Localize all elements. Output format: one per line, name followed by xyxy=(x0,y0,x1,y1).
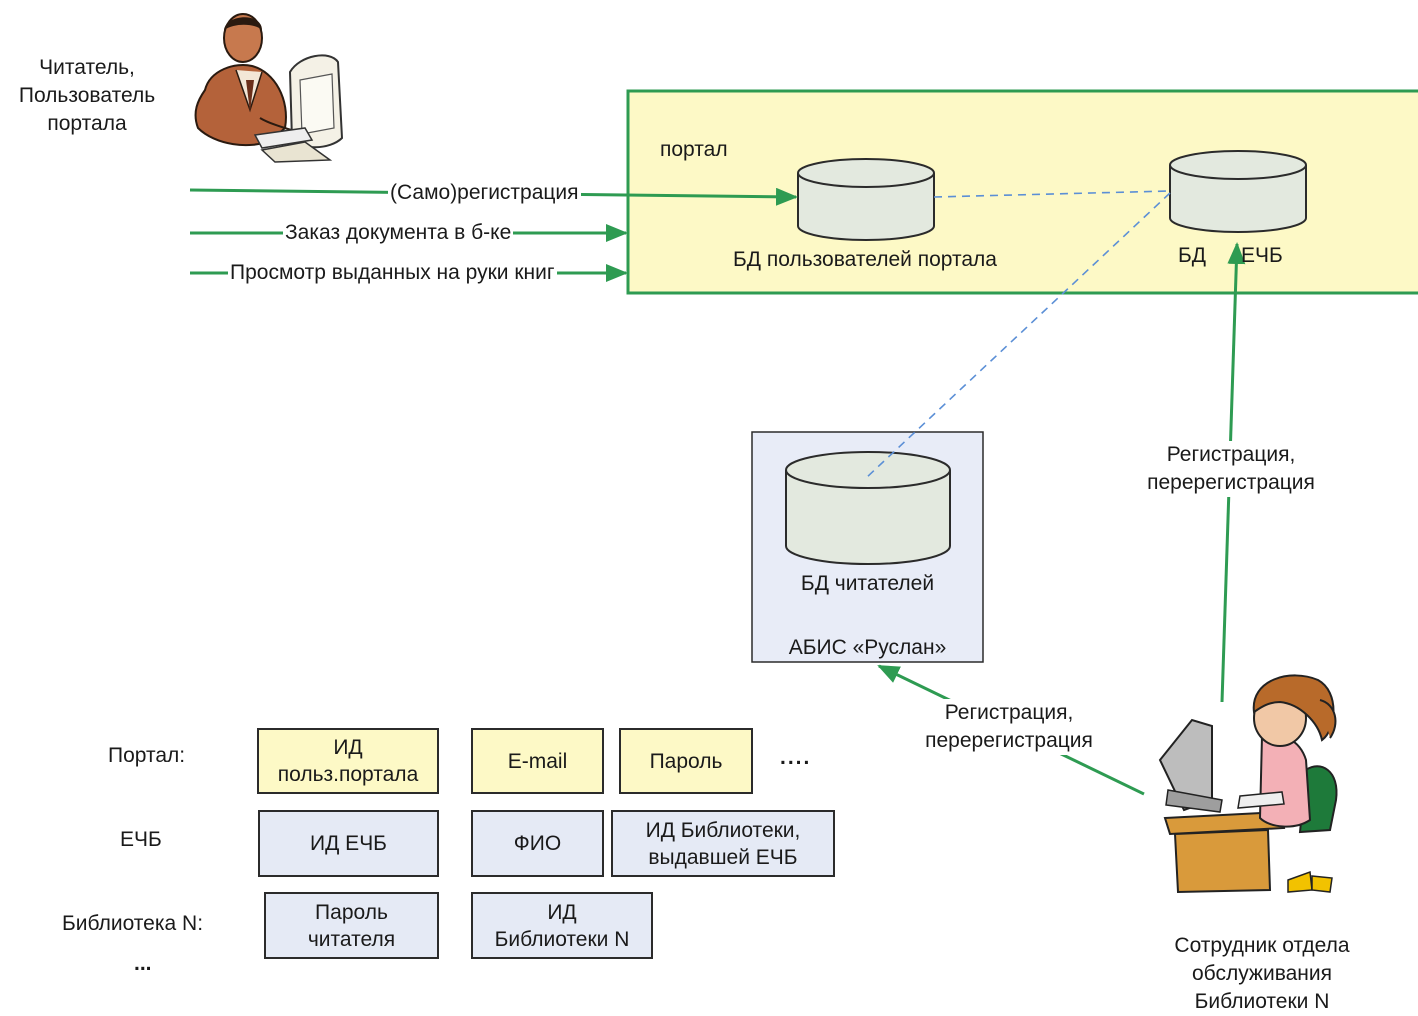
rows-ellipsis: ... xyxy=(134,952,152,975)
field-password: Пароль xyxy=(619,728,753,794)
field-fio: ФИО xyxy=(471,810,604,877)
db-readers-cylinder xyxy=(785,451,951,565)
db-users-label: БД пользователей портала xyxy=(733,248,997,271)
flow-staff-ecb-label: Регистрация, перерегистрация xyxy=(1132,441,1330,497)
field-email: E-mail xyxy=(471,728,604,794)
staff-label: Сотрудник отдела обслуживания Библиотеки… xyxy=(1174,934,1350,1013)
db-readers-label: БД читателей xyxy=(800,572,935,595)
row-label-ecb: ЕЧБ xyxy=(120,828,162,851)
db-users-cylinder xyxy=(797,158,935,241)
flow-registration-label: (Само)регистрация xyxy=(388,179,581,207)
field-portal-user-id: ИД польз.портала xyxy=(257,728,439,794)
db-ecb-label: БД ЕЧБ xyxy=(1178,244,1283,267)
flow-order-label: Заказ документа в б-ке xyxy=(283,219,514,247)
abis-label: АБИС «Руслан» xyxy=(788,636,947,659)
flow-staff-abis-label: Регистрация, перерегистрация xyxy=(910,699,1108,755)
flow-view-label: Просмотр выданных на руки книг xyxy=(228,259,557,287)
field-reader-password: Пароль читателя xyxy=(264,892,439,959)
portal-more-ellipsis: .... xyxy=(780,746,812,769)
reader-label: Читатель, Пользователь портала xyxy=(18,56,156,135)
portal-label: портал xyxy=(660,138,728,161)
librarian-at-desk-icon xyxy=(1158,674,1338,894)
reader-at-computer-icon xyxy=(194,13,344,163)
field-ecb-id: ИД ЕЧБ xyxy=(258,810,439,877)
row-label-portal: Портал: xyxy=(108,744,186,767)
field-issuing-library-id: ИД Библиотеки, выдавшей ЕЧБ xyxy=(611,810,835,877)
row-label-library: Библиотека N: xyxy=(62,912,204,935)
field-library-n-id: ИД Библиотеки N xyxy=(471,892,653,959)
dashed-link-users-ecb xyxy=(933,190,1171,198)
db-ecb-cylinder xyxy=(1169,150,1307,233)
